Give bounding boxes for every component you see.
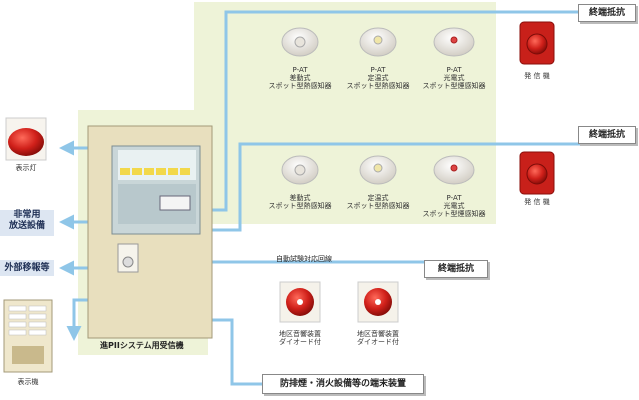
row2-label-1-line1: 差動式 bbox=[289, 194, 311, 202]
manual-call-point-icon-2 bbox=[519, 151, 555, 195]
fixed-temp-heat-detector-icon-2 bbox=[359, 155, 397, 185]
photoelectric-smoke-detector-icon bbox=[433, 27, 475, 57]
terminal-resistor-low: 終端抵抗 bbox=[424, 260, 488, 278]
receiver-title: 進PIIシステム用受信機 bbox=[100, 341, 184, 350]
row1-label-1-line3: スポット型熱感知器 bbox=[268, 82, 332, 90]
receiver-cabinet bbox=[87, 125, 213, 339]
row1-label-2-line2: 定温式 bbox=[367, 74, 389, 82]
row1-label-3: P-AT 光電式 スポット型煙感知器 bbox=[416, 66, 492, 90]
row1-label-2-line3: スポット型熱感知器 bbox=[346, 82, 410, 90]
terminal-resistor-mid: 終端抵抗 bbox=[578, 126, 636, 144]
indicator-light-label: 表示灯 bbox=[15, 164, 37, 172]
row3-devices bbox=[279, 281, 399, 323]
alarm-bell-icon bbox=[279, 281, 321, 323]
display-unit-icon bbox=[3, 299, 53, 373]
row2-label-1-line2: スポット型熱感知器 bbox=[268, 202, 332, 210]
row2-label-1: 差動式 スポット型熱感知器 bbox=[262, 194, 338, 210]
row1-label-2-line1: P-AT bbox=[370, 66, 386, 74]
indicator-light-icon bbox=[5, 117, 47, 161]
external-transfer-box: 外部移報等 bbox=[0, 260, 54, 276]
row2-label-3: P-AT 光電式 スポット型煙感知器 bbox=[416, 194, 492, 218]
auto-test-circuit-label: 自動試験対応回線 bbox=[276, 255, 332, 263]
row1-label-3-line2: 光電式 bbox=[443, 74, 465, 82]
row1-devices bbox=[281, 21, 555, 65]
smoke-control-terminal-box: 防排煙・消火設備等の端末装置 bbox=[262, 374, 424, 394]
alarm-bell-icon-2 bbox=[357, 281, 399, 323]
emergency-broadcast-line1: 非常用 bbox=[13, 210, 41, 220]
display-unit-label: 表示機 bbox=[17, 378, 39, 386]
emergency-broadcast-line2: 放送設備 bbox=[8, 221, 45, 231]
row2-label-2-line2: スポット型熱感知器 bbox=[346, 202, 410, 210]
row1-label-3-line3: スポット型煙感知器 bbox=[422, 82, 486, 90]
differential-heat-detector-icon bbox=[281, 27, 319, 57]
row3-label-1: 地区音響装置 ダイオード付 bbox=[264, 330, 336, 346]
row2-label-2-line1: 定温式 bbox=[367, 194, 389, 202]
row1-label-2: P-AT 定温式 スポット型熱感知器 bbox=[340, 66, 416, 90]
row3-label-1-line2: ダイオード付 bbox=[279, 338, 321, 346]
row1-label-3-line1: P-AT bbox=[446, 66, 462, 74]
row3-label-1-line1: 地区音響装置 bbox=[279, 330, 321, 338]
row2-label-3-line1: P-AT bbox=[446, 194, 462, 202]
row2-devices bbox=[281, 151, 555, 195]
row3-label-2-line1: 地区音響装置 bbox=[357, 330, 399, 338]
emergency-broadcast-box: 非常用 放送設備 bbox=[0, 210, 54, 236]
manual-call-point-icon bbox=[519, 21, 555, 65]
row1-label-4: 発 信 機 bbox=[524, 72, 550, 80]
row2-label-4: 発 信 機 bbox=[524, 198, 550, 206]
row1-label-1: P-AT 差動式 スポット型熱感知器 bbox=[262, 66, 338, 90]
row3-label-2-line2: ダイオード付 bbox=[357, 338, 399, 346]
photoelectric-smoke-detector-icon-2 bbox=[433, 155, 475, 185]
fixed-temp-heat-detector-icon bbox=[359, 27, 397, 57]
row2-label-3-line3: スポット型煙感知器 bbox=[422, 210, 486, 218]
terminal-resistor-top: 終端抵抗 bbox=[578, 4, 636, 22]
differential-heat-detector-icon-2 bbox=[281, 155, 319, 185]
row2-label-2: 定温式 スポット型熱感知器 bbox=[340, 194, 416, 210]
row1-label-1-line2: 差動式 bbox=[289, 74, 311, 82]
row2-label-3-line2: 光電式 bbox=[443, 202, 465, 210]
row1-label-1-line1: P-AT bbox=[292, 66, 308, 74]
row3-label-2: 地区音響装置 ダイオード付 bbox=[342, 330, 414, 346]
